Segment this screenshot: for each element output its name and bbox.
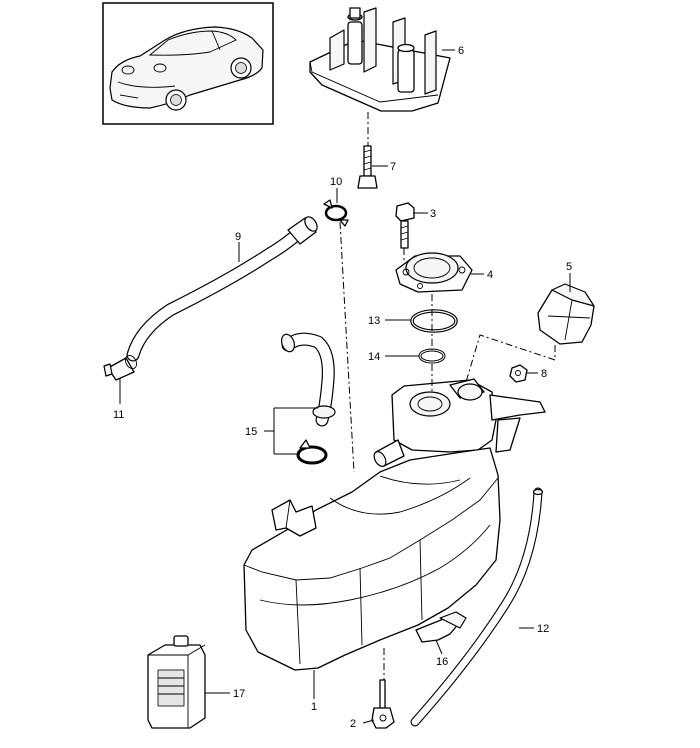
part-11-clamp[interactable] xyxy=(103,353,139,381)
callout-7: 7 xyxy=(390,161,396,173)
callout-17: 17 xyxy=(233,688,245,700)
callout-10: 10 xyxy=(330,176,342,188)
part-9-hose[interactable] xyxy=(126,215,320,362)
leader-lines xyxy=(119,49,571,724)
part-6-cover[interactable] xyxy=(309,7,451,112)
callout-16: 16 xyxy=(436,656,448,668)
vehicle-thumbnail xyxy=(102,2,274,125)
callout-6: 6 xyxy=(458,45,464,57)
callout-15: 15 xyxy=(245,426,257,438)
callout-9: 9 xyxy=(235,231,241,243)
part-13-o-ring[interactable] xyxy=(410,309,458,333)
callout-11: 11 xyxy=(113,409,124,421)
part-10-clamp[interactable] xyxy=(323,199,349,227)
part-3-bolt[interactable] xyxy=(395,202,415,249)
part-15-hose[interactable] xyxy=(279,332,336,465)
part-7-bolt[interactable] xyxy=(357,145,378,189)
callout-numbers: 6 7 10 3 9 4 5 13 14 8 11 15 12 16 17 1 … xyxy=(113,45,572,730)
callout-2: 2 xyxy=(350,718,356,730)
part-12-hose[interactable] xyxy=(410,487,544,727)
callout-1: 1 xyxy=(311,701,317,713)
part-14-seal[interactable] xyxy=(418,348,446,364)
callout-4: 4 xyxy=(487,269,493,281)
part-16-clip[interactable] xyxy=(415,611,467,643)
assembly-lines xyxy=(339,112,556,680)
part-8-nut[interactable] xyxy=(509,364,528,383)
callout-12: 12 xyxy=(537,623,549,635)
car-illustration xyxy=(109,26,264,111)
callout-5: 5 xyxy=(566,261,572,273)
callout-8: 8 xyxy=(541,368,547,380)
part-5-cap[interactable] xyxy=(537,283,595,345)
part-1-reservoir[interactable] xyxy=(243,378,546,671)
callout-3: 3 xyxy=(430,208,436,220)
part-2-sensor[interactable] xyxy=(371,679,395,729)
part-17-bottle[interactable] xyxy=(147,635,206,729)
callout-14: 14 xyxy=(368,351,380,363)
callout-13: 13 xyxy=(368,315,380,327)
part-4-flange[interactable] xyxy=(395,252,473,293)
